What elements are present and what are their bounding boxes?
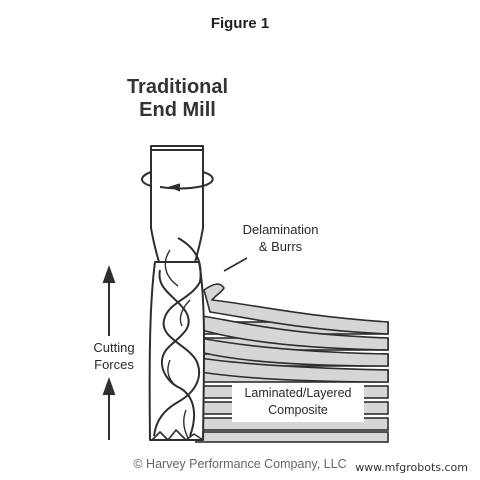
tool-tip (151, 429, 204, 441)
delamination-pointer (223, 257, 248, 272)
tool-shank (150, 145, 204, 267)
delaminated-layers (199, 283, 389, 383)
rotation-ellipse-back (141, 171, 152, 187)
helix-flute (179, 299, 191, 327)
composite-label-line2: Composite (268, 403, 328, 417)
cutting-forces-label-line1: Cutting (93, 340, 135, 355)
helix-flute (164, 249, 179, 287)
end-mill-tool (148, 145, 206, 441)
arrow-up-icon (102, 377, 116, 395)
cutting-forces-label-line2: Forces (94, 357, 134, 372)
rotation-arrowhead-icon (168, 183, 181, 192)
tool-heading-line2: End Mill (139, 99, 216, 121)
cutting-force-arrows (102, 265, 116, 440)
watermark: www.mfgrobots.com (353, 461, 470, 475)
composite-label-line1: Laminated/Layered (244, 386, 352, 400)
figure-title: Figure 1 (210, 15, 270, 32)
helix-flute (158, 269, 196, 437)
delamination-label-line2: & Burrs (258, 239, 303, 254)
peeled-layer (199, 357, 389, 383)
peeled-layer (203, 283, 389, 335)
helix-flute (183, 409, 189, 439)
copyright-credit: © Harvey Performance Company, LLC (133, 457, 347, 471)
composite-label-backdrop (232, 384, 364, 422)
peeled-layer (199, 337, 389, 367)
composite-layer (195, 431, 389, 443)
helix-flute (167, 359, 175, 385)
arrow-up-icon (102, 265, 116, 283)
rotation-indicator (141, 171, 214, 192)
tool-heading-line1: Traditional (126, 76, 229, 98)
peeled-layer (201, 315, 389, 351)
delamination-label-line1: Delamination (242, 222, 319, 237)
